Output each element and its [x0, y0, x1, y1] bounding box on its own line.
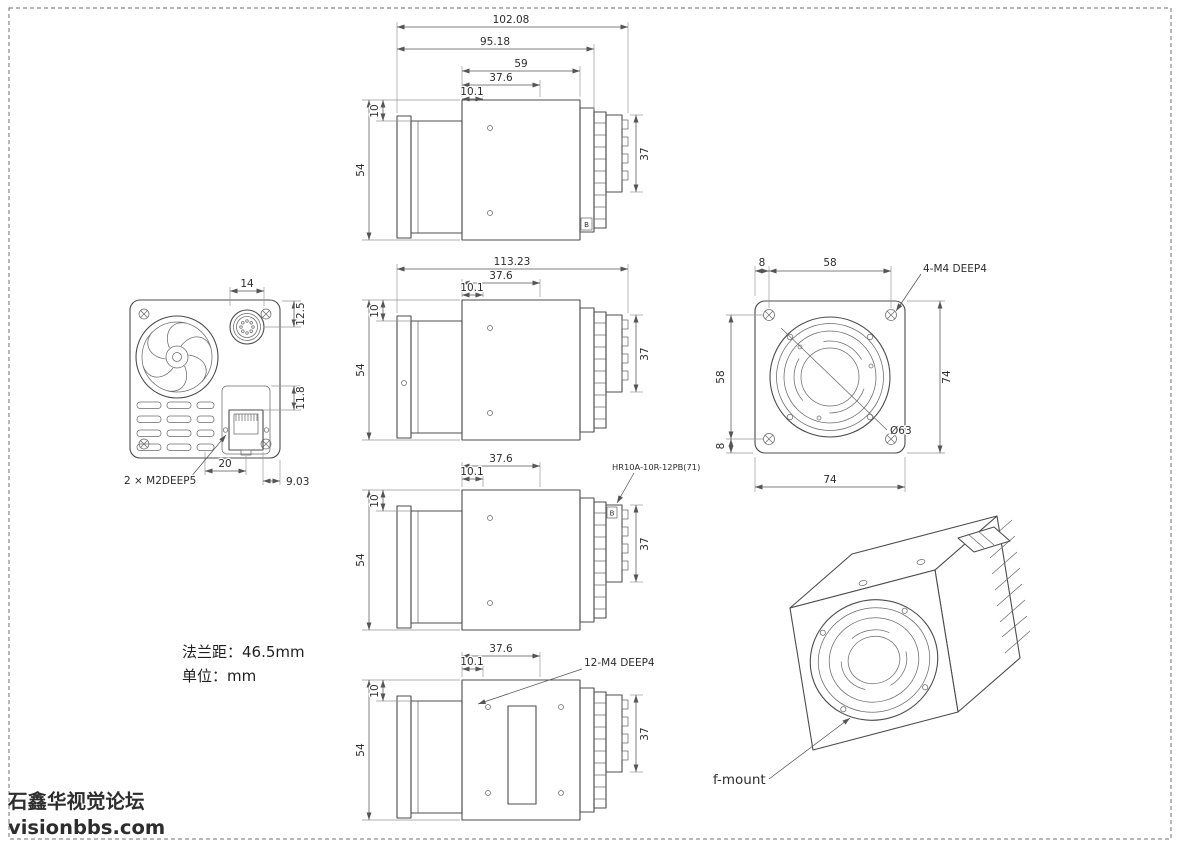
dim-top-offset: 10 [369, 494, 381, 507]
dim-connector-height: 37 [639, 727, 651, 740]
dim-screw-span-left: 58 [715, 370, 727, 383]
dim-connector-width: 14 [240, 278, 254, 290]
watermark-site-name: 石鑫华视觉论坛 [7, 790, 145, 813]
connector-part-label: HR10A-10R-12PB(71) [612, 462, 700, 472]
circular-connector [229, 309, 265, 345]
dim-body-height: 54 [355, 163, 367, 177]
dim-mount-diameter: Ø63 [890, 425, 912, 437]
dim-front-length: 10.1 [460, 282, 483, 294]
dim-mid-length: 37.6 [489, 643, 513, 655]
rear-screw-label: 2 × M2DEEP5 [124, 475, 196, 487]
dim-overall-height: 74 [941, 370, 953, 384]
dim-port-position: 20 [218, 458, 231, 470]
corner-screws [763, 309, 897, 445]
watermark: 石鑫华视觉论坛 visionbbs.com [7, 790, 165, 839]
dim-front-length: 10.1 [460, 466, 483, 478]
flange-distance-note: 法兰距：46.5mm [182, 643, 305, 661]
dim-overall-width: 74 [823, 474, 837, 486]
dim-mid-length: 37.6 [489, 453, 513, 465]
top-connector-block [957, 526, 1011, 553]
rj45-port [221, 385, 271, 456]
dim-top-offset: 10 [369, 304, 381, 317]
dim-connector-height: 37 [639, 147, 651, 160]
dim-body-height: 54 [355, 743, 367, 757]
dim-edge-offset: 9.03 [286, 476, 309, 488]
page-border [8, 7, 1172, 840]
dim-body-height: 54 [355, 363, 367, 377]
dim-top-offset: 10 [369, 104, 381, 117]
watermark-site-url: visionbbs.com [8, 816, 165, 839]
side-view-3: B 37.6 10.1 HR10A-10R-12PB(71) 10 54 37 [354, 452, 701, 631]
dim-total-length: 102.08 [493, 14, 530, 26]
cooling-fan [135, 315, 219, 399]
dim-module-length: 95.18 [480, 36, 510, 48]
mount-type-label: f-mount [713, 772, 766, 788]
port-mark: B [610, 510, 615, 518]
dim-edge-to-screw-left: 8 [715, 443, 727, 450]
top-screws [858, 558, 926, 587]
dim-body-height: 54 [355, 553, 367, 567]
dim-front-length: 10.1 [460, 656, 483, 668]
iso-view: f-mount [713, 515, 1031, 788]
port-mark: B [584, 221, 589, 229]
dim-top-offset: 10 [369, 684, 381, 697]
notes: 法兰距：46.5mm 单位：mm [182, 643, 305, 685]
dim-body-length: 59 [514, 58, 527, 70]
side-view-2: 113.23 37.6 10.1 10 54 37 [354, 255, 652, 441]
lens-mount [769, 316, 891, 438]
dim-front-length: 10.1 [460, 86, 483, 98]
vent-slots [136, 401, 215, 451]
dim-total-length: 113.23 [494, 256, 531, 268]
unit-note: 单位：mm [182, 667, 256, 685]
dim-connector-height: 37 [639, 537, 651, 550]
dim-screw-span-top: 58 [823, 257, 836, 269]
dim-edge-to-screw-top: 8 [759, 257, 766, 269]
dim-mid-length: 37.6 [489, 270, 513, 282]
dim-port-offset: 11.8 [295, 386, 307, 409]
front-screw-label: 4-M4 DEEP4 [923, 263, 987, 275]
thread-spec-label: 12-M4 DEEP4 [584, 657, 655, 669]
dim-connector-offset: 12.5 [295, 302, 307, 325]
front-view: 8 58 4-M4 DEEP4 74 58 8 Ø63 74 [714, 256, 988, 492]
iso-lens-mount [809, 599, 939, 721]
dim-mid-length: 37.6 [489, 72, 513, 84]
side-view-4: 37.6 10.1 12-M4 DEEP4 10 54 37 [354, 642, 656, 821]
side-view-1: B 102.08 95.18 59 37.6 10.1 10 54 37 [354, 13, 652, 241]
dim-connector-height: 37 [639, 347, 651, 360]
rear-view: 14 12.5 11.8 20 9.03 2 × M2DEEP5 [123, 277, 311, 490]
